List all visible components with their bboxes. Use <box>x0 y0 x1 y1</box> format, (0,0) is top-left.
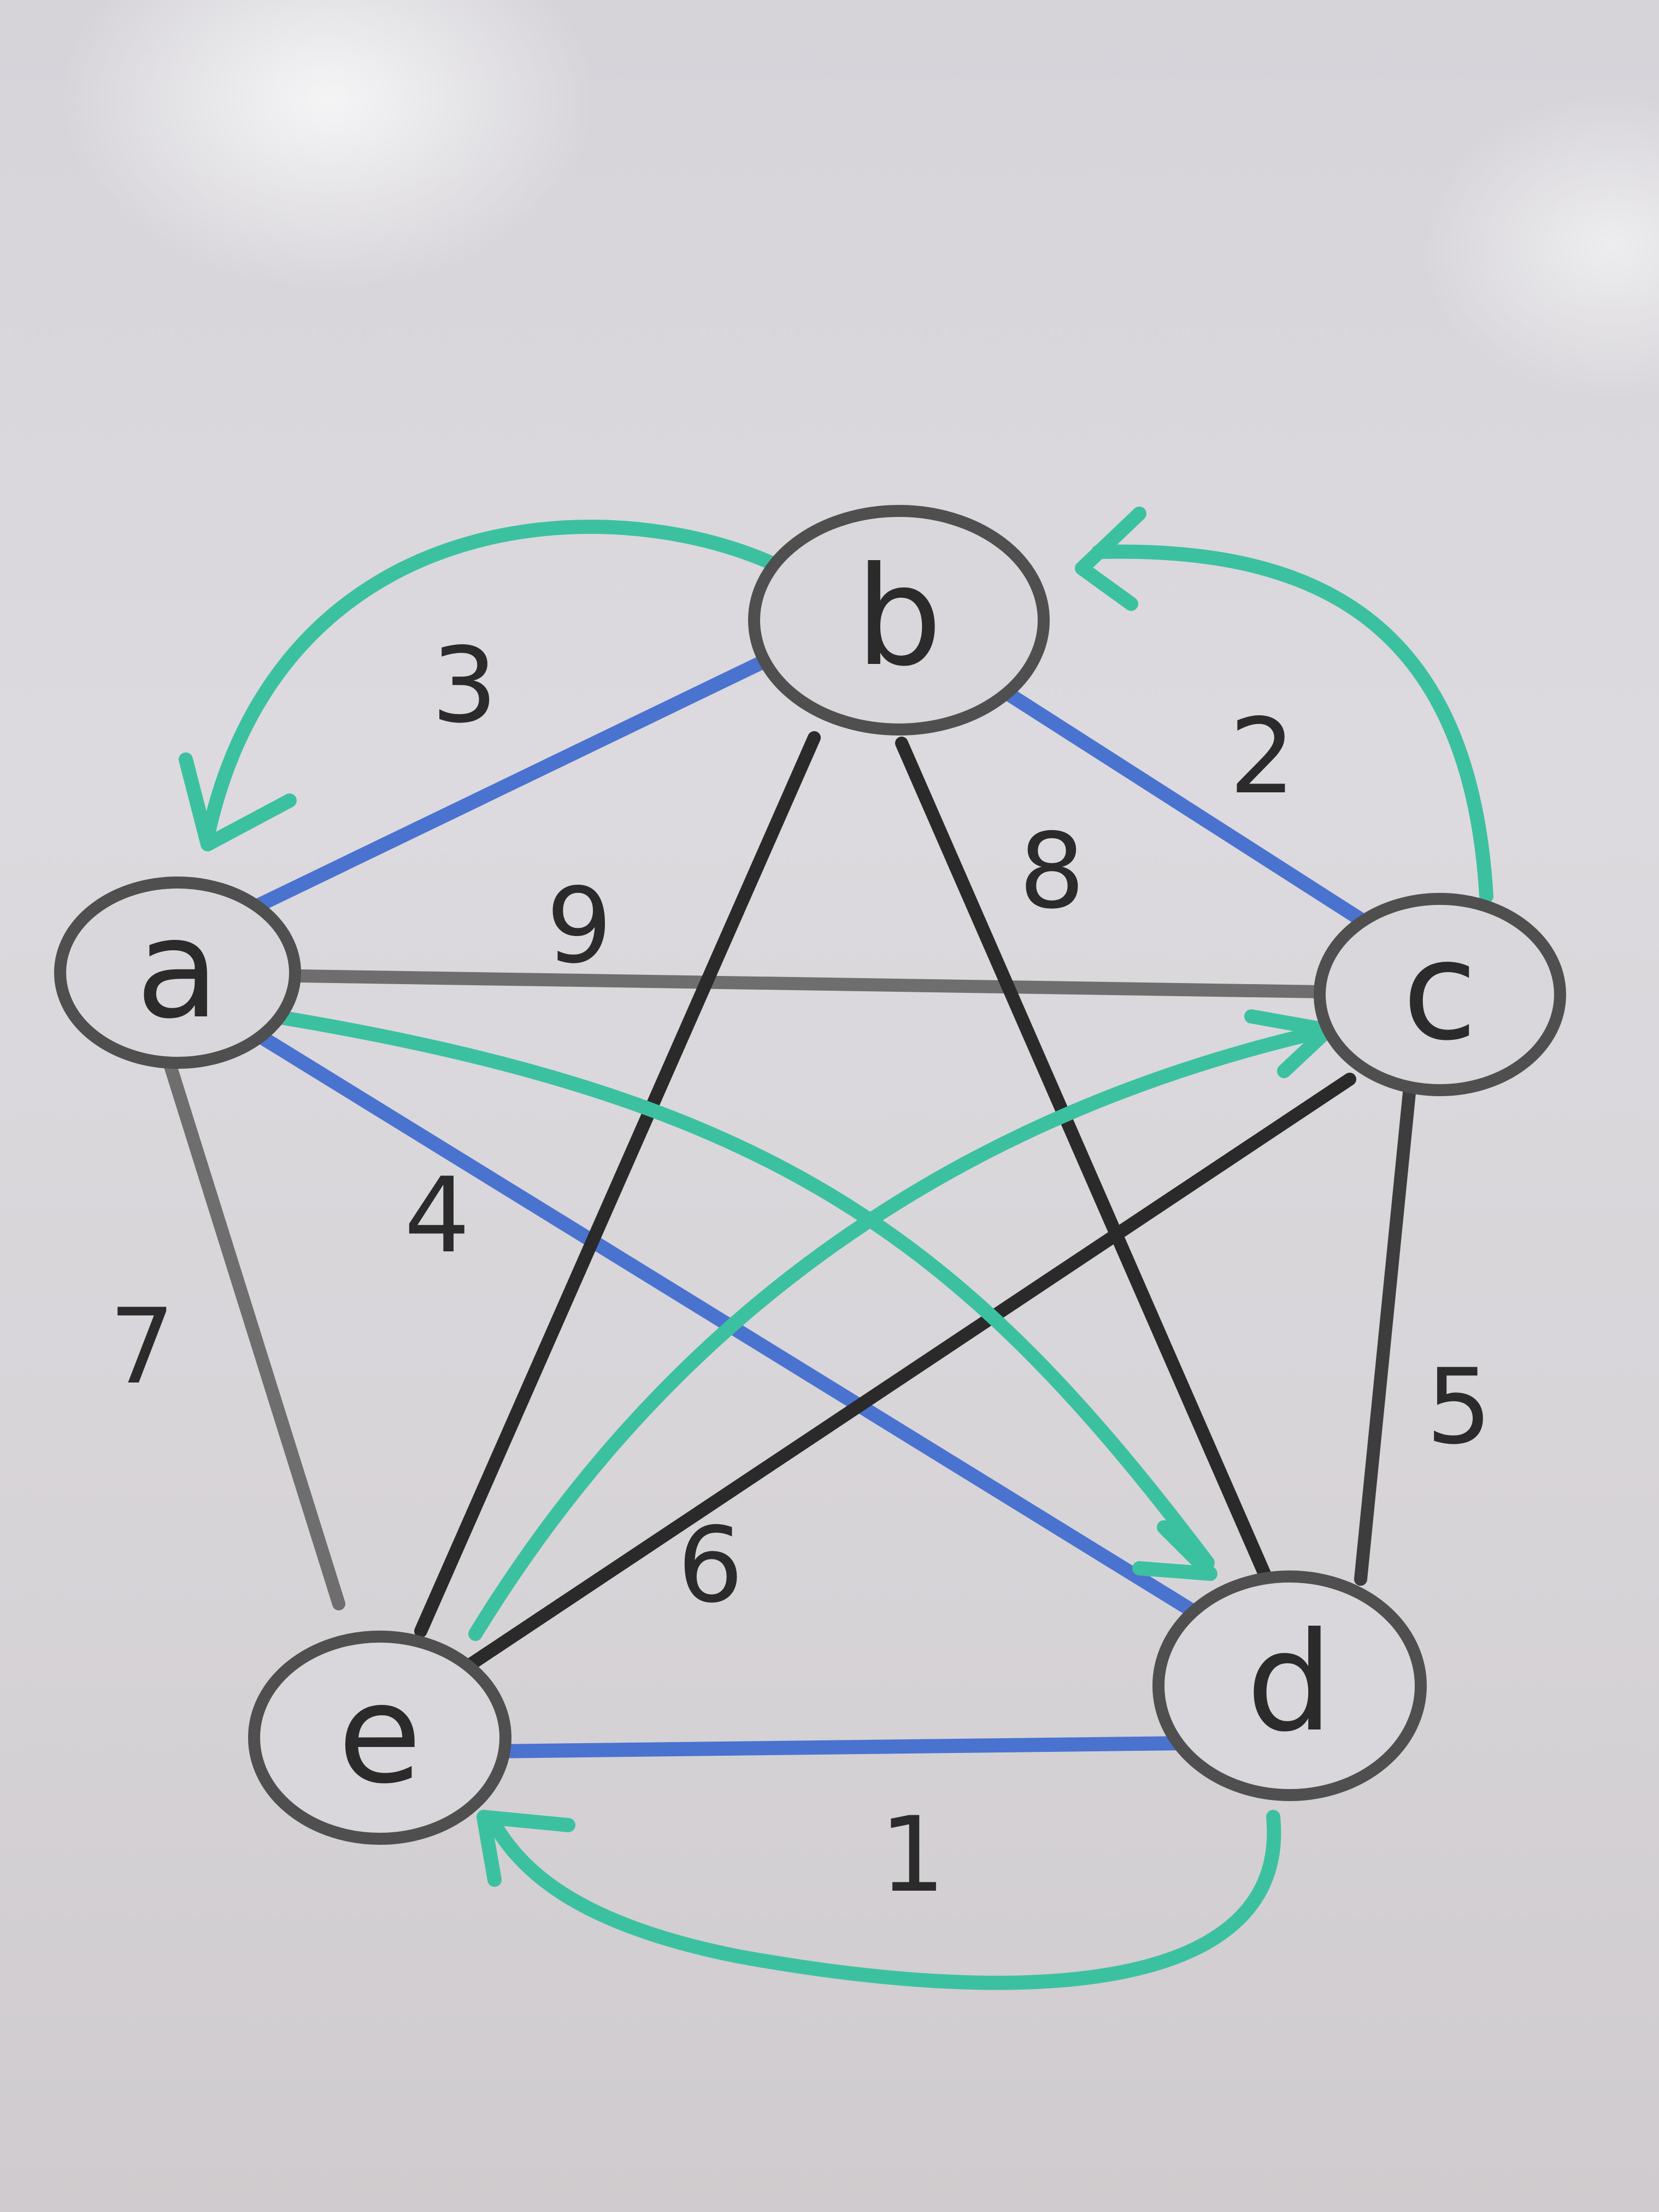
node-b: b <box>748 505 1050 736</box>
weight-d-e: 1 <box>880 1795 946 1915</box>
weight-b-c: 2 <box>1229 696 1296 817</box>
node-c: c <box>1314 893 1566 1096</box>
edge-b-c <box>993 681 1387 939</box>
edge-b-e <box>414 731 821 1638</box>
node-a-label: a <box>136 890 219 1049</box>
edge-d-e <box>485 1736 1193 1758</box>
arrow-d-to-e-head <box>476 1810 575 1887</box>
node-a: a <box>54 876 301 1069</box>
edge-b-d <box>895 737 1277 1594</box>
edge-a-c <box>256 969 1329 998</box>
node-d-label: d <box>1246 1603 1333 1762</box>
weight-c-d: 5 <box>1426 1346 1492 1467</box>
node-c-label: c <box>1402 911 1477 1070</box>
edge-a-b <box>225 643 794 925</box>
arrow-c-to-b-head <box>1075 507 1146 611</box>
weight-a-e: 7 <box>109 1286 175 1407</box>
node-b-label: b <box>856 537 943 696</box>
weight-a-c: 9 <box>546 866 613 986</box>
arrow-a-to-d-head <box>1132 1520 1217 1581</box>
weight-c-e: 6 <box>678 1505 744 1626</box>
node-d: d <box>1152 1570 1427 1801</box>
arrow-b-to-a <box>201 520 810 843</box>
edge-c-d <box>1354 1081 1416 1586</box>
edge-c-e <box>452 1073 1356 1679</box>
arrow-d-to-e <box>485 1810 1281 1990</box>
weight-a-d: 4 <box>404 1155 470 1276</box>
arrow-c-to-b <box>1091 544 1493 903</box>
arrow-a-to-d <box>233 1004 1215 1570</box>
node-e: e <box>248 1631 511 1845</box>
arrow-e-to-c <box>468 1023 1335 1641</box>
edge-a-e <box>163 1056 345 1610</box>
weight-a-b: 3 <box>432 625 498 746</box>
edge-a-d <box>225 1012 1215 1627</box>
arrow-b-to-a-head <box>179 752 297 851</box>
node-e-label: e <box>338 1655 422 1814</box>
weight-b-d: 8 <box>1019 811 1085 932</box>
